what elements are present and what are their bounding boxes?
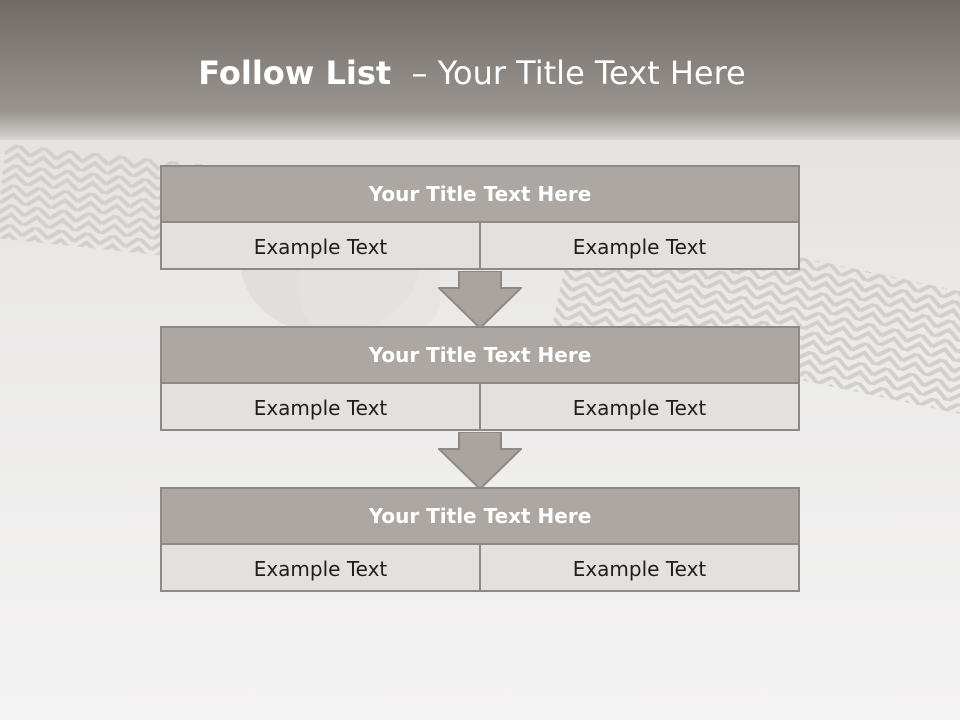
step-right-text: Example Text [479,545,798,592]
title-light-part: – Your Title Text Here [411,54,746,92]
step-row: Example Text Example Text [162,223,798,270]
step-title: Your Title Text Here [162,167,798,223]
title-bold-part: Follow List [198,54,392,92]
down-arrow-icon [438,271,522,329]
step-row: Example Text Example Text [162,545,798,592]
step-title: Your Title Text Here [162,489,798,545]
step-row: Example Text Example Text [162,384,798,431]
down-arrow-icon [438,432,522,490]
step-box-1: Your Title Text Here Example Text Exampl… [160,165,800,270]
slide-title: Follow List – Your Title Text Here [0,54,944,92]
step-title: Your Title Text Here [162,328,798,384]
step-box-3: Your Title Text Here Example Text Exampl… [160,487,800,592]
step-left-text: Example Text [253,395,388,420]
step-box-2: Your Title Text Here Example Text Exampl… [160,326,800,431]
step-right-text: Example Text [479,223,798,270]
step-right-text: Example Text [479,384,798,431]
step-left-text: Example Text [253,556,388,581]
step-left-text: Example Text [253,234,388,259]
